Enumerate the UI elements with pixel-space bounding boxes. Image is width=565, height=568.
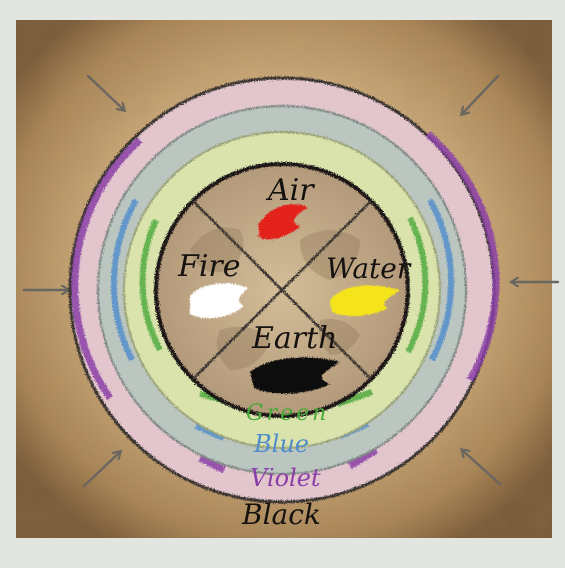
black-ring-label: Black [241,498,321,531]
violet-ring-label: Violet [250,464,321,492]
air-label: Air [265,173,315,208]
fire-label: Fire [177,249,241,284]
green-ring-label: Green [246,401,329,426]
blue-ring-label: Blue [253,430,309,458]
water-label: Water [326,252,412,285]
earth-label: Earth [251,321,338,356]
